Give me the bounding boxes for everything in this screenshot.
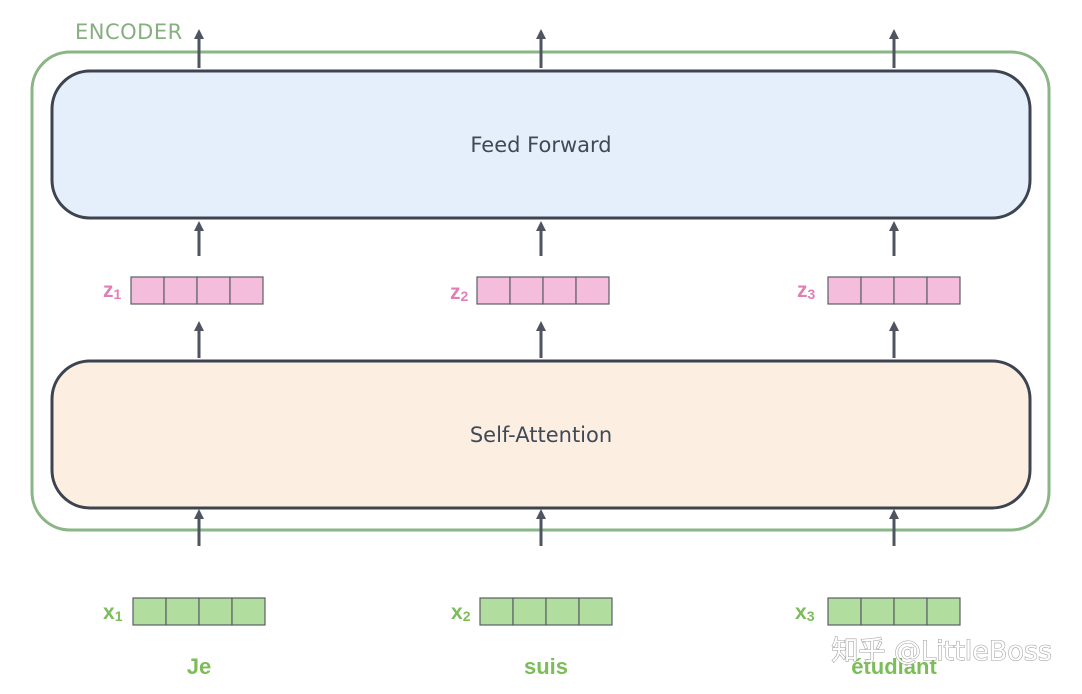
vector-cell bbox=[827, 597, 862, 626]
vector-cell bbox=[926, 597, 961, 626]
z-label-3: z3 bbox=[797, 279, 816, 302]
vector-cell bbox=[476, 276, 511, 305]
z-label-1: z1 bbox=[103, 279, 122, 302]
x-vector-3 bbox=[827, 597, 961, 626]
encoder-label: ENCODER bbox=[75, 20, 183, 44]
vector-cell bbox=[578, 597, 613, 626]
vector-cell bbox=[545, 597, 580, 626]
vector-cell bbox=[575, 276, 610, 305]
x-label-1: x1 bbox=[103, 601, 123, 624]
vector-cell bbox=[229, 276, 264, 305]
self-attention-box bbox=[50, 359, 1032, 510]
z-vector-2 bbox=[476, 276, 610, 305]
z-label-2: z2 bbox=[450, 281, 469, 304]
vector-cell bbox=[926, 276, 961, 305]
vector-cell bbox=[163, 276, 198, 305]
word-etudiant: étudiant bbox=[851, 654, 937, 679]
vector-cell bbox=[231, 597, 266, 626]
x-label-3: x3 bbox=[795, 601, 815, 624]
vector-cell bbox=[512, 597, 547, 626]
vector-cell bbox=[893, 276, 928, 305]
vector-cell bbox=[198, 597, 233, 626]
vector-cell bbox=[509, 276, 544, 305]
vector-cell bbox=[196, 276, 231, 305]
feed-forward-box bbox=[50, 69, 1032, 220]
vector-cell bbox=[860, 597, 895, 626]
vector-cell bbox=[165, 597, 200, 626]
vector-cell bbox=[132, 597, 167, 626]
arrows bbox=[194, 29, 899, 546]
self-attention-label: Self-Attention bbox=[470, 423, 612, 447]
vector-cell bbox=[542, 276, 577, 305]
x-vector-1 bbox=[132, 597, 266, 626]
word-je: Je bbox=[187, 654, 211, 679]
z-vector-3 bbox=[827, 276, 961, 305]
z-vector-1 bbox=[130, 276, 264, 305]
feed-forward-label: Feed Forward bbox=[470, 133, 611, 157]
vector-cell bbox=[860, 276, 895, 305]
watermark: 知乎 @LittleBoss bbox=[831, 636, 1052, 667]
vector-cell bbox=[827, 276, 862, 305]
x-vector-2 bbox=[479, 597, 613, 626]
vector-cell bbox=[130, 276, 165, 305]
vector-cell bbox=[893, 597, 928, 626]
x-label-2: x2 bbox=[451, 601, 471, 624]
word-suis: suis bbox=[524, 654, 568, 679]
vector-cell bbox=[479, 597, 514, 626]
